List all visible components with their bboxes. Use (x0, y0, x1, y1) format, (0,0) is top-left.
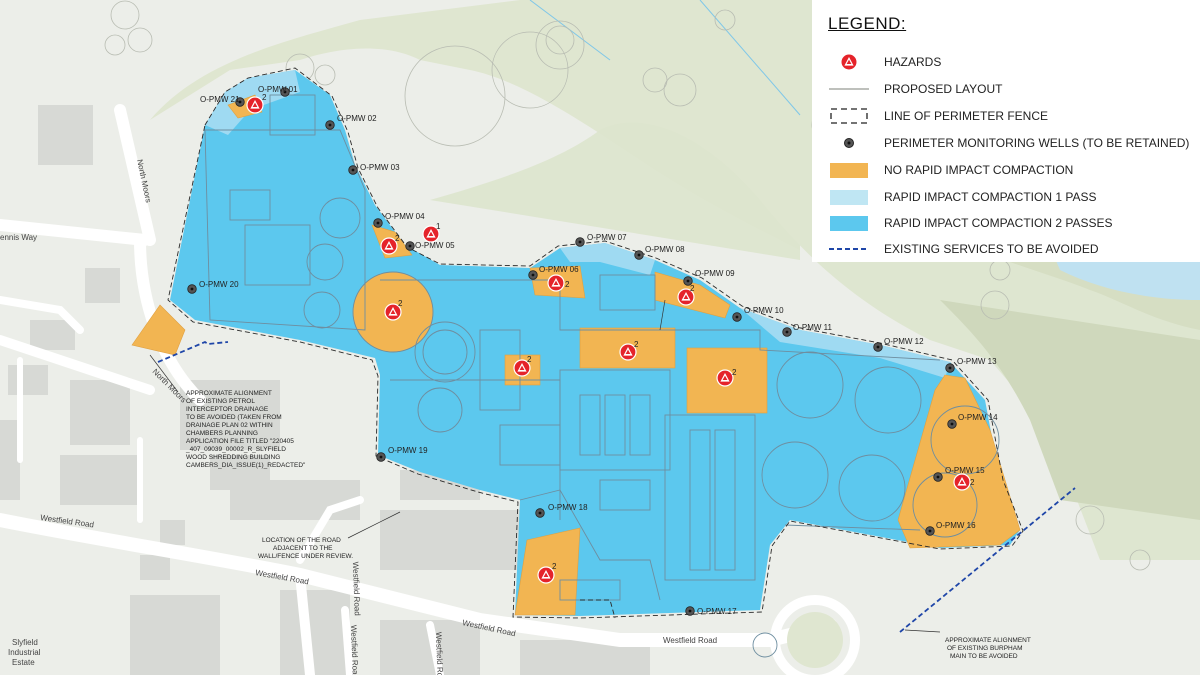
svg-text:APPROXIMATE ALIGNMENT: APPROXIMATE ALIGNMENT (945, 637, 1031, 644)
svg-text:CAMBERS_DIA_ISSUE(1)_REDACTED": CAMBERS_DIA_ISSUE(1)_REDACTED" (186, 462, 306, 469)
well-label: O-PMW 13 (957, 357, 997, 366)
svg-text:ADJACENT TO THE: ADJACENT TO THE (273, 545, 333, 552)
hazard-number: 2 (690, 284, 695, 293)
svg-text:APPROXIMATE ALIGNMENT: APPROXIMATE ALIGNMENT (186, 390, 272, 397)
legend-label: EXISTING SERVICES TO BE AVOIDED (884, 242, 1099, 256)
well-label: O-PMW 06 (539, 265, 579, 274)
legend-label: LINE OF PERIMETER FENCE (884, 109, 1049, 123)
legend-item-compaction-2-passes: RAPID IMPACT COMPACTION 2 PASSES (828, 213, 1113, 233)
svg-text:TO BE AVOIDED (TAKEN FROM: TO BE AVOIDED (TAKEN FROM (186, 414, 282, 421)
blue-dashed-line-icon (828, 240, 870, 258)
hazard-number: 2 (398, 299, 403, 308)
legend-label: PROPOSED LAYOUT (884, 82, 1003, 96)
well-label: O-PMW 09 (695, 269, 735, 278)
well-label: O-PMW 10 (744, 306, 784, 315)
legend-item-no-compaction: NO RAPID IMPACT COMPACTION (828, 160, 1073, 180)
road-label: Westfield Road (434, 632, 445, 675)
legend-label: RAPID IMPACT COMPACTION 1 PASS (884, 190, 1097, 204)
blue-swatch-icon (830, 215, 868, 231)
legend-title: LEGEND: (828, 14, 907, 33)
hazard-number: 2 (970, 478, 975, 487)
legend-item-compaction-1-pass: RAPID IMPACT COMPACTION 1 PASS (828, 187, 1096, 207)
road-label: Westfield Road (351, 561, 362, 615)
road-label: ennis Way (0, 233, 37, 242)
existing-services (157, 340, 1076, 633)
svg-text:MAIN TO BE AVOIDED: MAIN TO BE AVOIDED (950, 653, 1018, 660)
well-label: O-PMW 02 (337, 114, 377, 123)
legend-label: HAZARDS (884, 55, 942, 69)
well-label: O-PMW 12 (884, 337, 924, 346)
legend-item-existing-services: EXISTING SERVICES TO BE AVOIDED (828, 239, 1099, 259)
svg-text:CHAMBERS PLANNING: CHAMBERS PLANNING (186, 430, 258, 437)
svg-text:LOCATION OF THE ROAD: LOCATION OF THE ROAD (262, 537, 341, 544)
well-label: O-PMW 18 (548, 503, 588, 512)
perimeter-fence (167, 67, 1024, 619)
legend-item-proposed-layout: PROPOSED LAYOUT (828, 79, 1002, 99)
hazard-number: 2 (565, 280, 570, 289)
legend-label: NO RAPID IMPACT COMPACTION (884, 163, 1074, 177)
svg-text:APPLICATION FILE TITLED "22040: APPLICATION FILE TITLED "220405 (186, 438, 294, 445)
hazard-number: 2 (395, 234, 400, 243)
hazard-number: 2 (262, 93, 267, 102)
hazard-number: 1 (436, 222, 441, 231)
well-label: O-PMW 21 (200, 95, 240, 104)
legend-item-monitoring-wells: PERIMETER MONITORING WELLS (TO BE RETAIN… (828, 133, 1189, 153)
well-label: O-PMW 07 (587, 233, 627, 242)
legend-item-hazards: HAZARDS (828, 52, 941, 72)
well-dot-icon (828, 134, 870, 152)
well-label: O-PMW 20 (199, 280, 239, 289)
note-burpham-main: APPROXIMATE ALIGNMENT OF EXISTING BURPHA… (945, 637, 1031, 660)
road-label: Westfield Road (349, 625, 360, 675)
legend-label: RAPID IMPACT COMPACTION 2 PASSES (884, 216, 1113, 230)
svg-text:WOOD SHREDDING BUILDING: WOOD SHREDDING BUILDING (186, 454, 280, 461)
note-petrol-drainage: APPROXIMATE ALIGNMENT OF EXISTING PETROL… (185, 390, 306, 469)
hazard-number: 2 (732, 368, 737, 377)
area-label: Slyfield (12, 638, 38, 647)
well-label: O-PMW 04 (385, 212, 425, 221)
svg-text:DRAINAGE PLAN 02 WITHIN: DRAINAGE PLAN 02 WITHIN (186, 422, 273, 429)
legend-label: PERIMETER MONITORING WELLS (TO BE RETAIN… (884, 136, 1190, 150)
area-label: Estate (12, 658, 35, 667)
hazard-icon (828, 53, 870, 71)
hazard-number: 2 (552, 562, 557, 571)
svg-text:WALL/FENCE UNDER REVIEW.: WALL/FENCE UNDER REVIEW. (258, 553, 353, 560)
well-label: O-PMW 15 (945, 466, 985, 475)
well-label: O-PMW 08 (645, 245, 685, 254)
well-label: O-PMW 05 (415, 241, 455, 250)
hazard-number: 2 (527, 355, 532, 364)
proposed-layout (204, 94, 1000, 658)
dashed-box-icon (828, 107, 870, 125)
area-label: Industrial (8, 648, 41, 657)
well-label: O-PMW 19 (388, 446, 428, 455)
well-label: O-PMW 03 (360, 163, 400, 172)
well-label: O-PMW 11 (793, 323, 833, 332)
legend-item-perimeter-fence: LINE OF PERIMETER FENCE (828, 106, 1048, 126)
road-label: Westfield Road (663, 636, 717, 645)
legend-panel: LEGEND: HAZARDS PROPOSED LAYOUT LINE OF … (812, 0, 1200, 262)
well-label: O-PMW 14 (958, 413, 998, 422)
grey-line-icon (828, 80, 870, 98)
note-road-review: LOCATION OF THE ROAD ADJACENT TO THE WAL… (258, 537, 353, 560)
svg-text:OF EXISTING PETROL: OF EXISTING PETROL (186, 398, 255, 405)
well-label: O-PMW 17 (697, 607, 737, 616)
light-blue-swatch-icon (830, 189, 868, 205)
orange-swatch-icon (830, 162, 868, 178)
hazard-number: 2 (634, 340, 639, 349)
well-label: O-PMW 16 (936, 521, 976, 530)
svg-text:INTERCEPTOR DRAINAGE: INTERCEPTOR DRAINAGE (186, 406, 269, 413)
svg-text:OF EXISTING BURPHAM: OF EXISTING BURPHAM (947, 645, 1022, 652)
svg-text:_407_09039_00002_R_SLYFIELD: _407_09039_00002_R_SLYFIELD (185, 446, 286, 453)
well-label: O-PMW 01 (258, 85, 298, 94)
